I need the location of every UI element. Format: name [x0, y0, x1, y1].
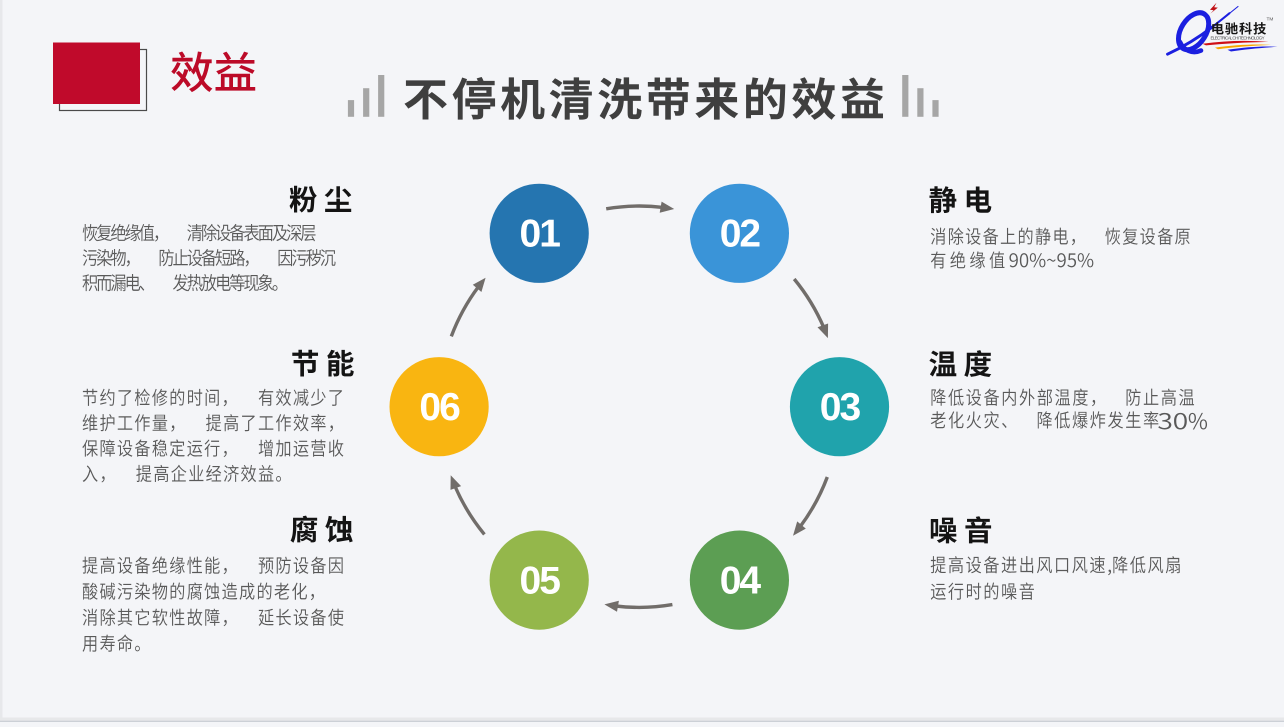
- svg-text:04: 04: [720, 559, 762, 602]
- svg-text:01: 01: [520, 213, 561, 256]
- svg-text:03: 03: [820, 386, 861, 429]
- svg-text:05: 05: [520, 559, 561, 602]
- svg-text:06: 06: [419, 386, 460, 429]
- svg-text:02: 02: [720, 213, 761, 256]
- svg-text:TM: TM: [1267, 17, 1274, 23]
- svg-text:ELECTRICAL CHI TECHNOLOGY: ELECTRICAL CHI TECHNOLOGY: [1211, 35, 1265, 40]
